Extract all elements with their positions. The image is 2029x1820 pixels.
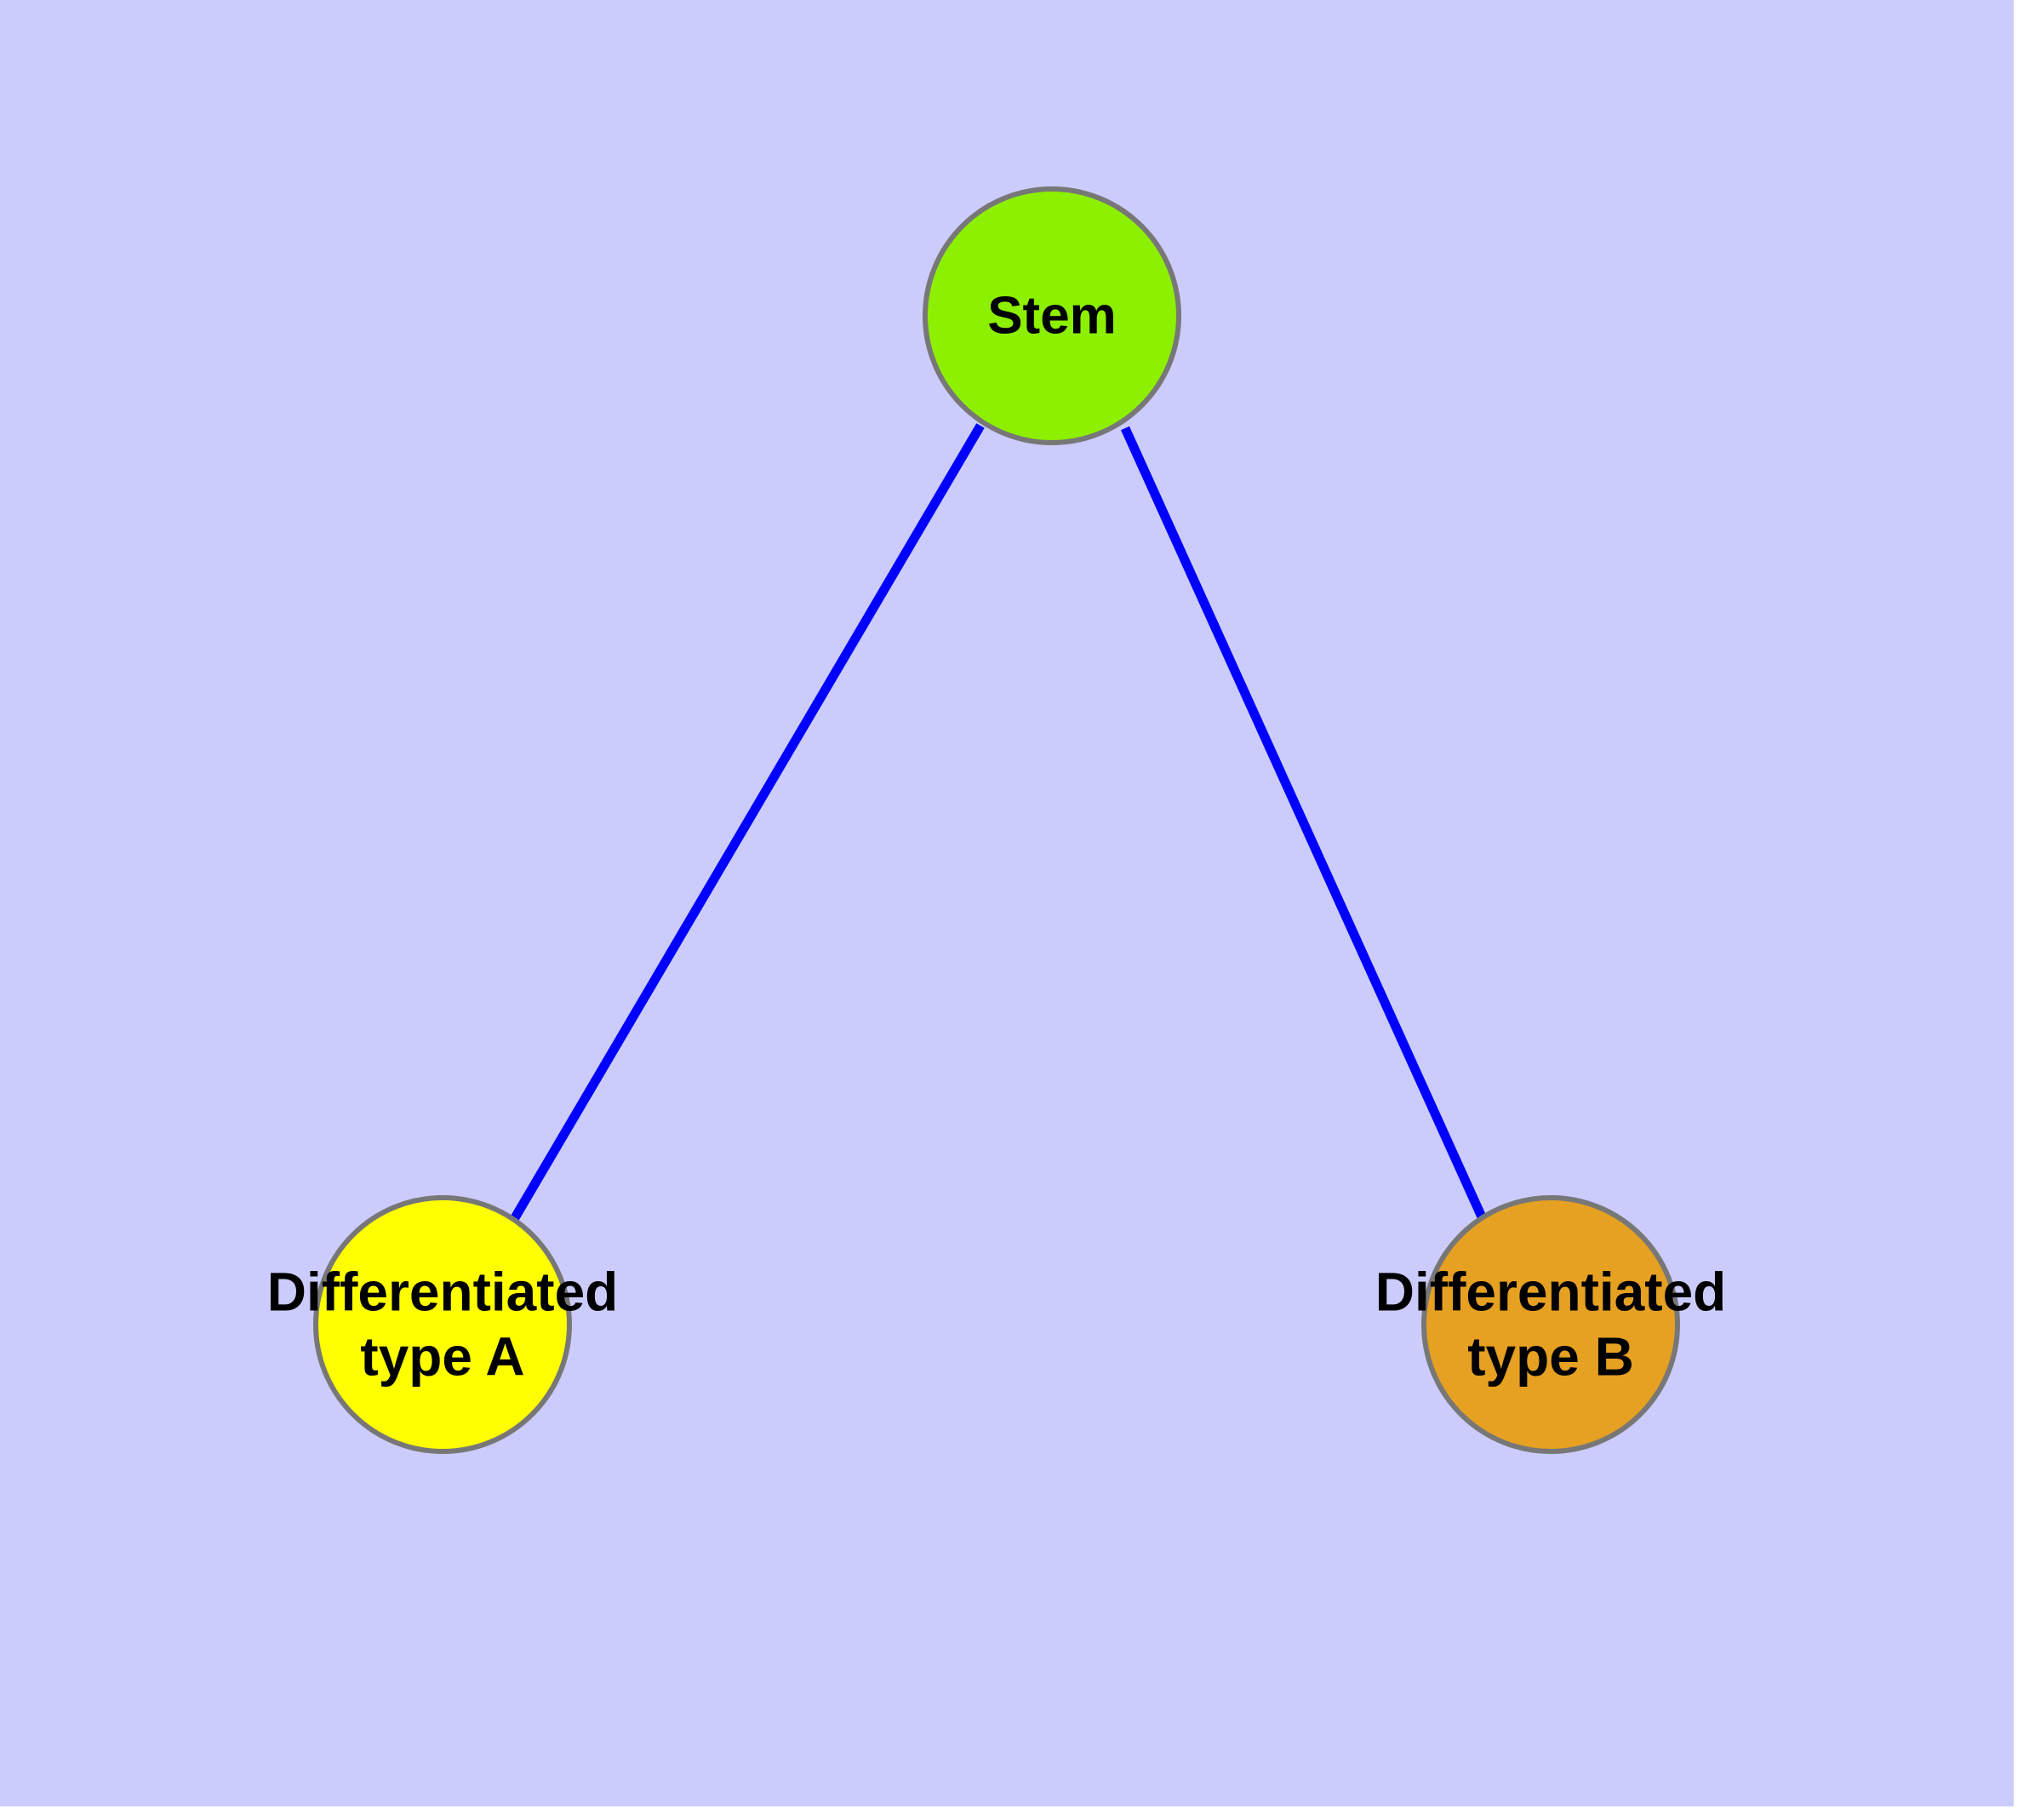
node-differentiated-type-a[interactable]: Differentiated type A — [267, 1195, 618, 1454]
node-stem-label-line-1: Stem — [987, 286, 1117, 346]
edge-stem-to-diff-b[interactable] — [1120, 426, 1489, 1223]
node-stem-label: Stem — [987, 284, 1117, 346]
node-stem[interactable]: Stem — [923, 186, 1181, 445]
edge-stem-to-diff-a[interactable] — [509, 423, 985, 1223]
node-differentiated-type-b[interactable]: Differentiated type B — [1375, 1195, 1726, 1454]
